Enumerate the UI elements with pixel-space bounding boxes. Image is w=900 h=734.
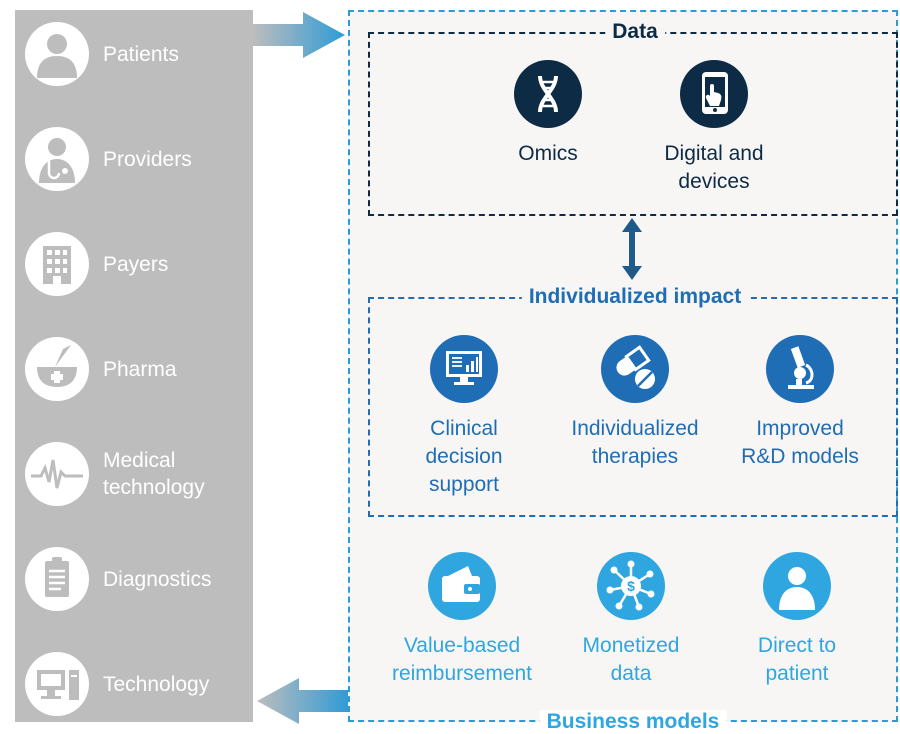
impact-box-title: Individualized impact [521,285,749,309]
impact-item-label: Individualized therapies [571,417,699,468]
stakeholder-label: Diagnostics [103,567,212,591]
stakeholder-label: Pharma [103,357,177,381]
stakeholder-pharma: Pharma [23,327,253,407]
patient-icon [25,22,89,86]
impact-item-clinical-decision: Clinical decision support [384,335,544,499]
data-box: Data Omics Digital and devices [368,20,898,216]
smartphone-icon [680,60,748,128]
business-item-monetized-data: $ Monetized data [551,552,711,688]
main-panel: Data Omics Digital and devices Individua… [348,10,898,734]
stakeholder-technology: Technology [23,642,253,722]
business-item-label: Value-based reimbursement [391,634,533,685]
doctor-icon [25,127,89,191]
stakeholder-diagnostics: Diagnostics [23,537,253,617]
mortar-pestle-icon [25,337,89,401]
data-item-label: Digital and devices [664,142,764,193]
wallet-icon [428,552,496,620]
data-box-title: Data [605,20,665,44]
building-icon [25,232,89,296]
computer-icon [25,652,89,716]
svg-text:$: $ [627,578,635,594]
stakeholder-label: Technology [103,672,210,696]
stakeholder-payers: Payers [23,222,253,302]
arrow-left-icon [257,678,349,724]
impact-item-individualized-therapies: Individualized therapies [555,335,715,471]
heartbeat-icon [25,442,89,506]
dna-icon [514,60,582,128]
arrow-right-icon [253,12,345,58]
stakeholder-label: Providers [103,147,192,171]
impact-item-label: Improved R&D models [741,417,859,468]
microscope-icon [766,335,834,403]
business-item-label: Monetized data [582,634,680,685]
business-item-label: Direct to patient [757,634,837,685]
clipboard-icon [25,547,89,611]
stakeholder-label: Patients [103,42,179,66]
stakeholder-sidebar: Patients Providers Payers Pharma Medical… [15,10,253,722]
stakeholder-providers: Providers [23,117,253,197]
data-item-omics: Omics [468,60,628,168]
stakeholder-label: Payers [103,252,169,276]
impact-item-rd-models: Improved R&D models [720,335,880,471]
double-arrow-icon [622,218,642,280]
person-icon [763,552,831,620]
business-item-value-based: Value-based reimbursement [382,552,542,688]
network-dollar-icon: $ [597,552,665,620]
business-models-title: Business models [539,710,727,734]
monitor-chart-icon [430,335,498,403]
stakeholder-medical-technology: Medical technology [23,432,253,512]
data-item-digital-devices: Digital and devices [634,60,794,196]
business-item-direct-patient: Direct to patient [717,552,877,688]
stakeholder-label: Medical technology [103,449,205,499]
pills-icon [601,335,669,403]
impact-item-label: Clinical decision support [425,417,503,496]
data-item-label: Omics [518,142,578,165]
stakeholder-patients: Patients [23,12,253,92]
impact-box: Individualized impact Clinical decision … [368,285,898,517]
